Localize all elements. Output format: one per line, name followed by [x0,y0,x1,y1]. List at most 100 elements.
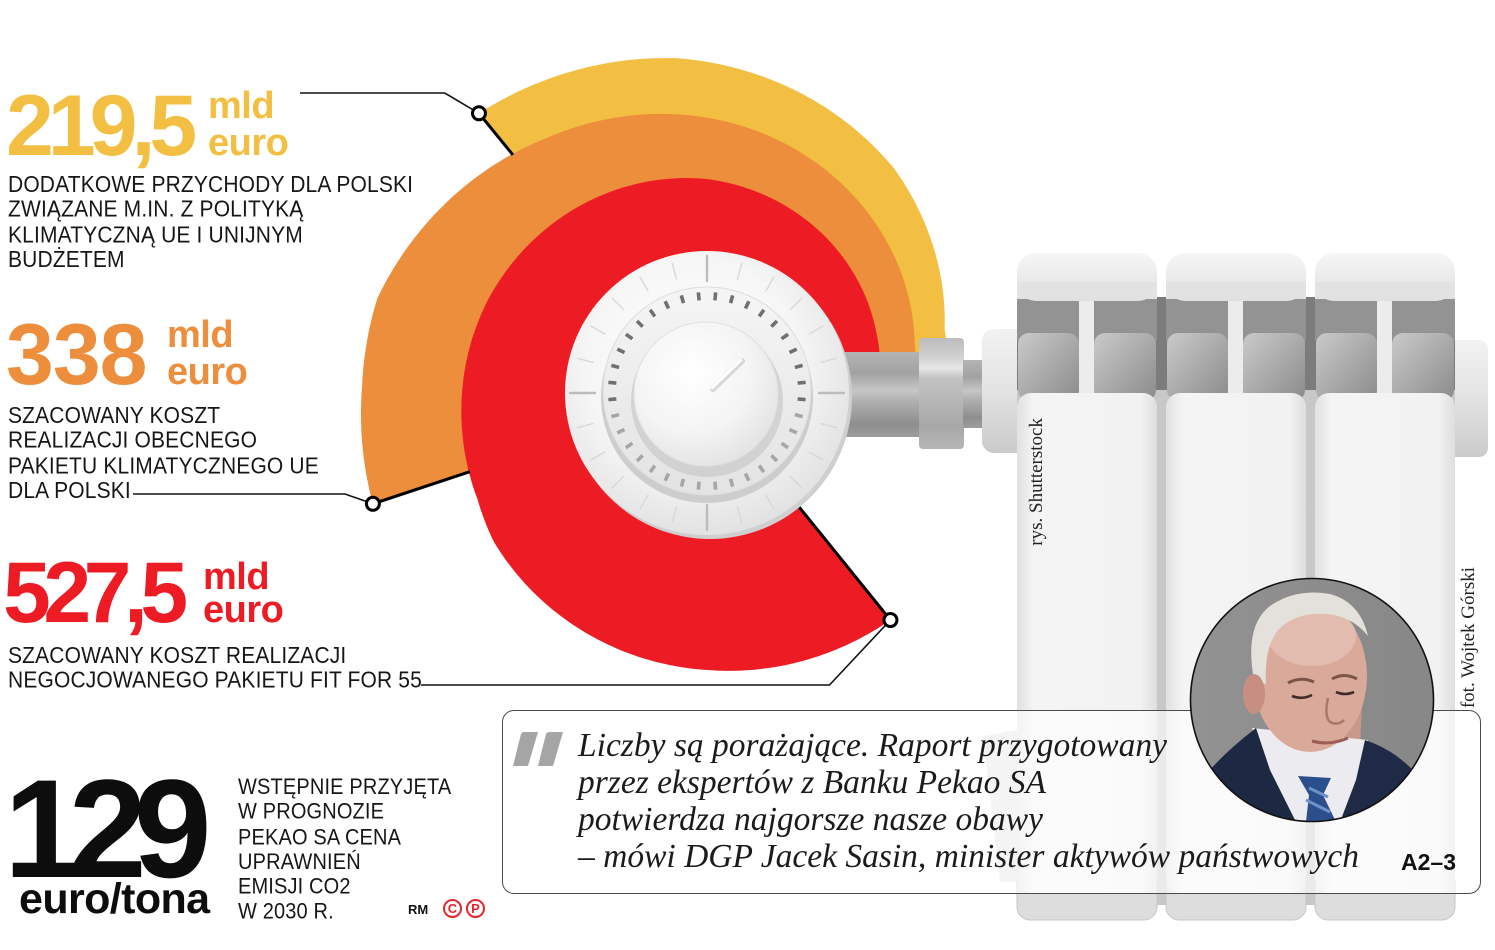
dial-tooth [780,441,790,450]
radiator-section-recess [1392,333,1454,401]
radiator-section-stem [1228,297,1243,399]
dial-tooth [770,454,779,463]
stat-description-current-package: SZACOWANY KOSZT REALIZACJI OBECNEGO PAKI… [8,402,319,504]
radiator-section-stem [1079,297,1094,399]
dial-tooth [610,363,620,370]
dial-tooth [757,308,766,318]
dial-knob [633,321,779,467]
description-line: DODATKOWE PRZYCHODY DLA POLSKI [8,171,414,198]
stat-unit-top: mld [203,556,270,598]
radiator-section-recess [1316,333,1377,401]
quote-line: potwierdza najgorsze nasze obawy [578,801,1043,838]
dial-tooth [788,427,798,435]
quote-mark-icon [513,732,563,766]
dial-tick [639,276,649,292]
description-line: SZACOWANY KOSZT [8,402,221,429]
dial-tooth [608,380,617,385]
dial-tooth [797,380,806,385]
photo-credit: fot. Wojtek Górski [1458,567,1479,709]
radiator-section-cap-base [1166,282,1306,299]
dial-tick [820,357,838,364]
radiator-section-recess [1243,333,1305,401]
dial-tick [590,451,606,461]
connector-dot [470,105,487,122]
stat-unit-top: mld [208,85,275,127]
radiator-section-recess [1167,333,1228,401]
dial-tooth [648,308,657,318]
dial-tooth [624,332,634,341]
dial-tooth [610,412,620,419]
dial-tooth [788,347,798,355]
illustration-credit: rys. Shutterstock [1026,418,1047,546]
quote-line: Liczby są porażające. Raport przygotowan… [578,727,1168,764]
dial-tick [808,325,824,335]
dial-indicator [710,358,743,390]
dial-tooth [728,294,735,304]
bar-end-line [477,112,515,156]
quote-line: – mówi DGP Jacek Sasin, minister aktywów… [578,838,1359,875]
dial-tick [611,475,625,489]
copyright-icon: C [443,899,462,918]
sound-recording-copyright-icon: P [466,899,485,918]
description-line: KLIMATYCZNĄ UE I UNIJNYM [8,221,303,248]
label-connector-line [421,619,891,686]
bar-end-line [793,500,892,621]
dial-tick [789,475,803,489]
dial-tick [736,262,743,280]
description-line: ZWIĄZANE M.IN. Z POLITYKĄ [8,196,304,223]
radiator-section-stem [1377,297,1392,399]
radiator-section-cap-base [1315,282,1455,299]
dial-tooth [616,347,626,355]
dial-tick [808,451,824,461]
description-line: SZACOWANY KOSZT REALIZACJI [8,642,347,669]
description-line: UPRAWNIEŃ [238,849,361,875]
radiator-section-cap-base [1017,282,1157,299]
description-line: WSTĘPNIE PRZYJĘTA [238,774,452,800]
stat-unit-bottom: euro [167,351,248,393]
description-line: REALIZACJI OBECNEGO [8,427,258,454]
dial-tick [590,325,606,335]
radial-bars [361,58,949,671]
dial-tick [639,494,649,510]
quote-line: przez ekspertów z Banku Pekao SA [578,764,1046,801]
label-connector-line [133,493,374,505]
dial-tooth [794,412,804,419]
pipe-nut [919,338,964,449]
bar-end-line [372,470,471,506]
dial-tooth [713,481,718,490]
author-initials: RM [408,902,429,917]
dial-tick [671,506,678,524]
dial-tooth [780,332,790,341]
dial-tooth [679,478,686,488]
stat-unit-bottom: euro [203,589,284,631]
co2-price-unit: euro/tona [19,875,210,923]
description-line: DLA POLSKI [8,477,131,504]
stat-unit-bottom: euro [208,122,289,164]
co2-price-description: WSTĘPNIE PRZYJĘTA W PROGNOZIE PEKAO SA C… [238,775,451,925]
thermostat-dial-icon [565,251,852,539]
stat-value-current-package: 338 [6,307,147,403]
description-line: BUDŻETEM [8,246,125,273]
description-line: W PROGNOZIE [238,799,385,825]
dial-tooth [608,397,617,402]
quote-text: Liczby są porażające. Raport przygotowan… [578,727,1359,875]
valve-pipe [835,338,987,449]
description-line: EMISJI CO2 [238,874,351,900]
dial-tooth [663,472,671,482]
dial-tick [765,494,775,510]
description-line: PAKIETU KLIMATYCZNEGO UE [8,452,319,479]
dial-tooth [635,319,644,328]
dial-tooth [696,481,701,490]
dial-tick [576,422,594,429]
dial-tooth [713,292,718,301]
dial-tick [765,276,775,292]
connector-dot [364,495,381,512]
description-line: W 2030 R. [238,899,334,925]
description-line: NEGOCJOWANEGO PAKIETU FIT FOR 55 [8,667,422,694]
dial-tooth [794,363,804,370]
radiator-section-recess [1094,333,1156,401]
dial-tick [611,297,625,311]
dial-tooth [663,300,671,310]
bar-end-lines [372,112,892,621]
dial-tooth [728,478,735,488]
